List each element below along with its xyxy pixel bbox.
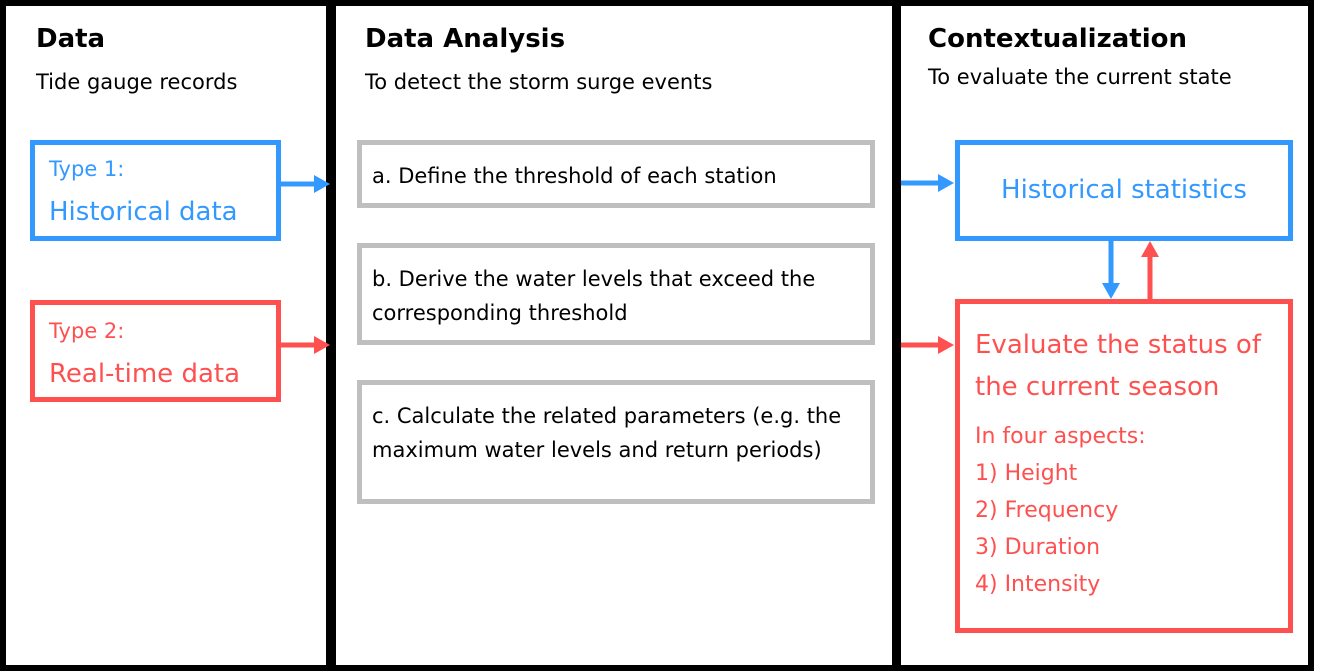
realtime-data-box: Type 2: Real-time data xyxy=(30,300,281,402)
step-b-box: b. Derive the water levels that exceed t… xyxy=(357,243,875,345)
step-b-text: b. Derive the water levels that exceed t… xyxy=(372,267,816,325)
aspect-frequency: 2) Frequency xyxy=(975,498,1119,523)
evaluate-title: Evaluate the status of the current seaso… xyxy=(975,330,1261,402)
type2-label: Type 2: xyxy=(49,319,125,343)
aspect-intensity: 4) Intensity xyxy=(975,572,1101,597)
step-c-text: c. Calculate the related parameters (e.g… xyxy=(372,404,842,462)
type1-name: Historical data xyxy=(49,197,238,227)
analysis-title: Data Analysis xyxy=(365,24,566,54)
analysis-subtitle: To detect the storm surge events xyxy=(365,70,713,94)
aspect-duration: 3) Duration xyxy=(975,535,1101,560)
historical-statistics-box: Historical statistics xyxy=(955,140,1293,241)
data-title: Data xyxy=(36,24,106,54)
type1-label: Type 1: xyxy=(49,157,125,181)
step-a-text: a. Define the threshold of each station xyxy=(372,164,777,188)
type2-name: Real-time data xyxy=(49,359,241,389)
evaluate-intro: In four aspects: xyxy=(975,424,1146,449)
step-c-box: c. Calculate the related parameters (e.g… xyxy=(357,380,875,504)
context-subtitle: To evaluate the current state xyxy=(928,65,1232,89)
data-subtitle: Tide gauge records xyxy=(36,70,238,94)
historical-statistics-label: Historical statistics xyxy=(1001,175,1247,205)
step-a-box: a. Define the threshold of each station xyxy=(357,140,875,208)
context-title: Contextualization xyxy=(928,24,1187,54)
historical-data-box: Type 1: Historical data xyxy=(30,140,281,241)
aspect-height: 1) Height xyxy=(975,461,1078,486)
evaluate-box: Evaluate the status of the current seaso… xyxy=(955,299,1293,633)
